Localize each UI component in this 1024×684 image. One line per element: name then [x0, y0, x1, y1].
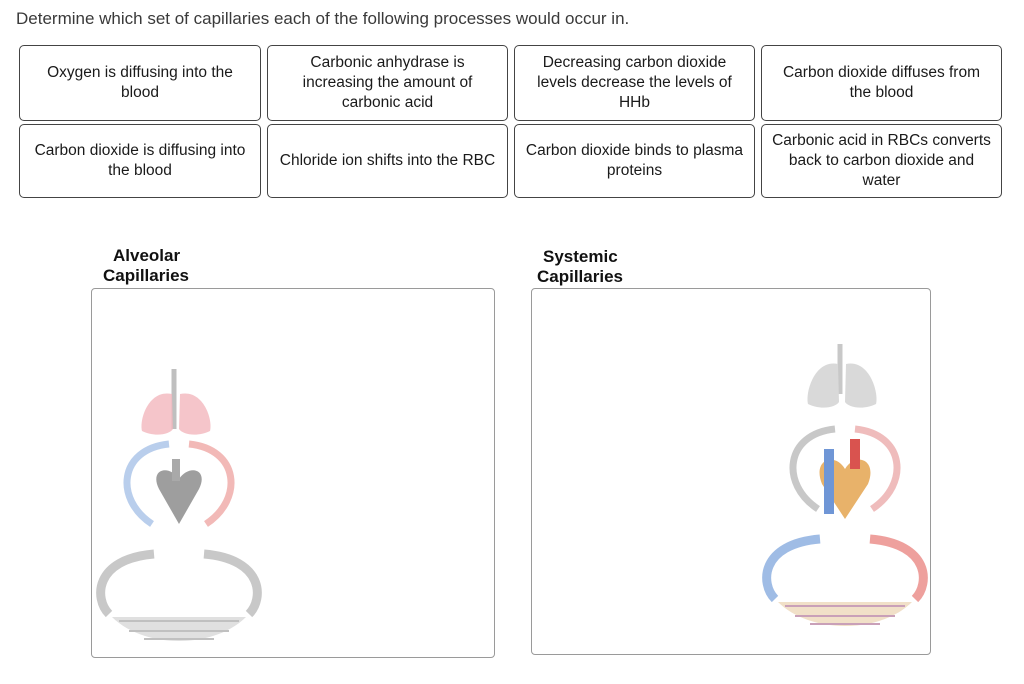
process-card[interactable]: Carbon dioxide binds to plasma proteins	[514, 124, 755, 198]
systemic-label-line1: Systemic	[543, 247, 618, 266]
process-card[interactable]: Carbonic anhydrase is increasing the amo…	[267, 45, 508, 121]
circulation-lungs-highlight-icon	[96, 369, 262, 641]
process-card[interactable]: Chloride ion shifts into the RBC	[267, 124, 508, 198]
alveolar-capillaries-dropzone[interactable]	[91, 288, 495, 658]
alveolar-label-line2: Capillaries	[103, 266, 189, 285]
process-card[interactable]: Carbonic acid in RBCs converts back to c…	[761, 124, 1002, 198]
alveolar-zone-label: Alveolar Capillaries	[103, 246, 189, 286]
process-card[interactable]: Oxygen is diffusing into the blood	[19, 45, 261, 121]
process-card[interactable]: Carbon dioxide is diffusing into the blo…	[19, 124, 261, 198]
question-instruction: Determine which set of capillaries each …	[16, 9, 630, 28]
systemic-capillaries-dropzone[interactable]	[531, 288, 931, 655]
process-card[interactable]: Decreasing carbon dioxide levels decreas…	[514, 45, 755, 121]
process-card[interactable]: Carbon dioxide diffuses from the blood	[761, 45, 1002, 121]
systemic-label-line2: Capillaries	[537, 267, 623, 286]
alveolar-label-line1: Alveolar	[113, 246, 181, 265]
circulation-systemic-highlight-icon	[762, 344, 928, 626]
systemic-zone-label: Systemic Capillaries	[537, 247, 623, 287]
